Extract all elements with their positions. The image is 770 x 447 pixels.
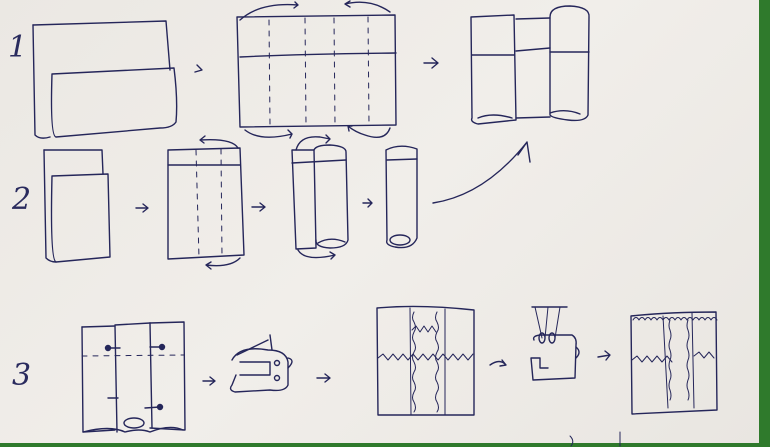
arrow-icon (135, 203, 149, 213)
curved-arrow-icon (432, 141, 531, 204)
row2-unfolded-sheet (167, 135, 245, 270)
row3-finished-curtain (630, 311, 718, 415)
arrow-icon (423, 57, 439, 69)
step-number-2: 2 (12, 182, 32, 217)
row2-folded-sheet (43, 149, 111, 263)
arrow-icon (489, 359, 507, 367)
row2-rolled-sheet (291, 134, 349, 260)
row3-sewn-panel (376, 305, 475, 416)
step-number-3: 3 (12, 358, 32, 393)
step-number-1: 1 (8, 30, 28, 65)
arrow-icon (194, 64, 203, 73)
arrow-icon (362, 198, 373, 208)
row3-pinned-sheet (81, 321, 186, 433)
row2-tube (385, 145, 418, 249)
arrow-icon (202, 376, 216, 386)
stray-marks (569, 431, 621, 447)
row1-unfolded-sheet (236, 0, 397, 139)
row1-rolled-sheet (470, 5, 590, 125)
arrow-icon (316, 373, 331, 383)
row1-folded-sheet (32, 20, 178, 139)
sewing-machine-icon (229, 334, 293, 393)
arrow-icon (251, 202, 266, 212)
paper-sheet (0, 0, 759, 443)
serger-machine-icon (530, 306, 580, 381)
arrow-icon (597, 350, 611, 361)
